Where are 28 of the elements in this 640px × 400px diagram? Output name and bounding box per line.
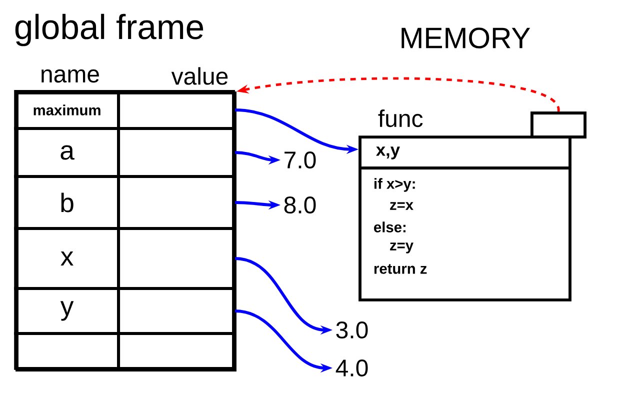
- heading-label: name: [42, 69, 99, 83]
- code-line: return z: [374, 264, 427, 274]
- heading-label: value: [171, 67, 228, 85]
- code-line: z=x: [390, 202, 414, 210]
- value-cell: [117, 127, 235, 178]
- value-cell: [117, 227, 235, 290]
- value-cell: [117, 287, 235, 335]
- function-name: func: [378, 109, 423, 128]
- name-cell: b: [14, 175, 120, 230]
- value-cell: [117, 332, 235, 370]
- value-text: 4.0: [336, 359, 368, 376]
- value-cell: [117, 90, 235, 130]
- name-cell: x: [14, 227, 120, 290]
- code-line: if x>y:: [374, 178, 415, 192]
- name-cell: a: [14, 127, 120, 178]
- code-line: z=y: [390, 242, 414, 254]
- value-cell: [117, 175, 235, 230]
- value-text: 7.0: [284, 151, 316, 168]
- value-text: 3.0: [336, 321, 368, 338]
- memory-tab: [530, 112, 586, 138]
- parameter-text: x,y: [376, 146, 400, 160]
- name-cell: y: [14, 287, 120, 335]
- code-line: else:: [374, 222, 406, 232]
- table-heading: global frame: [15, 14, 204, 46]
- name-cell: maximum: [14, 90, 120, 130]
- heading-label: MEMORY: [402, 28, 530, 48]
- value-text: 8.0: [284, 196, 316, 214]
- empty-cell: [14, 332, 120, 370]
